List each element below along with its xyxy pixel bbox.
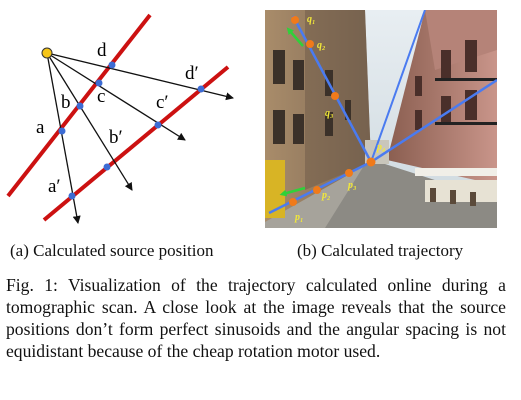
label-a: a	[36, 117, 45, 138]
window	[441, 96, 451, 122]
label-a-prime: a′	[48, 176, 61, 197]
green-arrow-top	[286, 27, 304, 47]
point-p1	[289, 198, 297, 206]
point-c-prime	[154, 121, 162, 129]
street-photo: q₁ q₂ q₃ p₄ p₃ p₂ p₁	[265, 10, 497, 228]
label-d-prime: d′	[185, 63, 199, 84]
balcony	[435, 78, 497, 81]
point-p4	[366, 157, 376, 167]
label-q1: q₁	[307, 14, 316, 25]
point-c	[95, 79, 103, 87]
cafe-tables	[425, 180, 497, 202]
point-q1	[291, 16, 299, 24]
balcony	[435, 122, 497, 125]
label-q3: q₃	[325, 108, 334, 119]
window	[273, 110, 285, 144]
point-b-prime	[103, 163, 111, 171]
label-p3: p₃	[347, 180, 357, 191]
label-q2: q₂	[317, 40, 326, 51]
ray-b	[46, 52, 133, 191]
trajectory-line-top	[370, 10, 426, 163]
source-point	[41, 47, 53, 59]
label-p2: p₂	[321, 190, 331, 201]
window	[441, 50, 451, 78]
point-d-prime	[197, 85, 205, 93]
window	[465, 40, 477, 72]
point-p3	[345, 169, 353, 177]
window	[415, 76, 422, 96]
label-c-prime: c′	[156, 92, 169, 113]
label-p1: p₁	[294, 212, 304, 223]
window	[293, 60, 304, 90]
window	[415, 110, 422, 130]
trajectory-line-right	[370, 78, 497, 164]
cafe-chair	[470, 192, 476, 206]
label-b-prime: b′	[109, 127, 123, 148]
cafe-awning	[415, 168, 497, 176]
cafe-chair	[430, 188, 436, 202]
ray-c	[46, 52, 186, 141]
point-p2	[313, 186, 321, 194]
window	[293, 114, 304, 144]
trajectory-line-upper	[291, 15, 373, 163]
point-b	[76, 102, 84, 110]
label-d: d	[97, 40, 107, 61]
cafe-chair	[450, 190, 456, 204]
point-q3	[331, 92, 339, 100]
ray-d	[46, 52, 234, 101]
label-c: c	[97, 86, 105, 107]
sidewalk-left	[265, 164, 365, 228]
point-a-prime	[68, 192, 76, 200]
caption-b: (b) Calculated trajectory	[297, 241, 464, 260]
yellow-door	[265, 160, 285, 218]
window	[325, 112, 333, 136]
point-q2	[306, 40, 314, 48]
label-b: b	[61, 92, 71, 113]
source-position-diagram: a b c d a′ b′ c′ d′	[6, 13, 234, 224]
green-arrow-bottom	[279, 186, 306, 197]
point-d	[108, 61, 116, 69]
caption-a: (a) Calculated source position	[10, 241, 214, 260]
label-p4: p₄	[376, 142, 386, 153]
point-a	[58, 127, 66, 135]
window	[345, 100, 351, 120]
figure-caption: Fig. 1: Visualization of the trajectory …	[6, 275, 506, 361]
window	[273, 50, 285, 84]
